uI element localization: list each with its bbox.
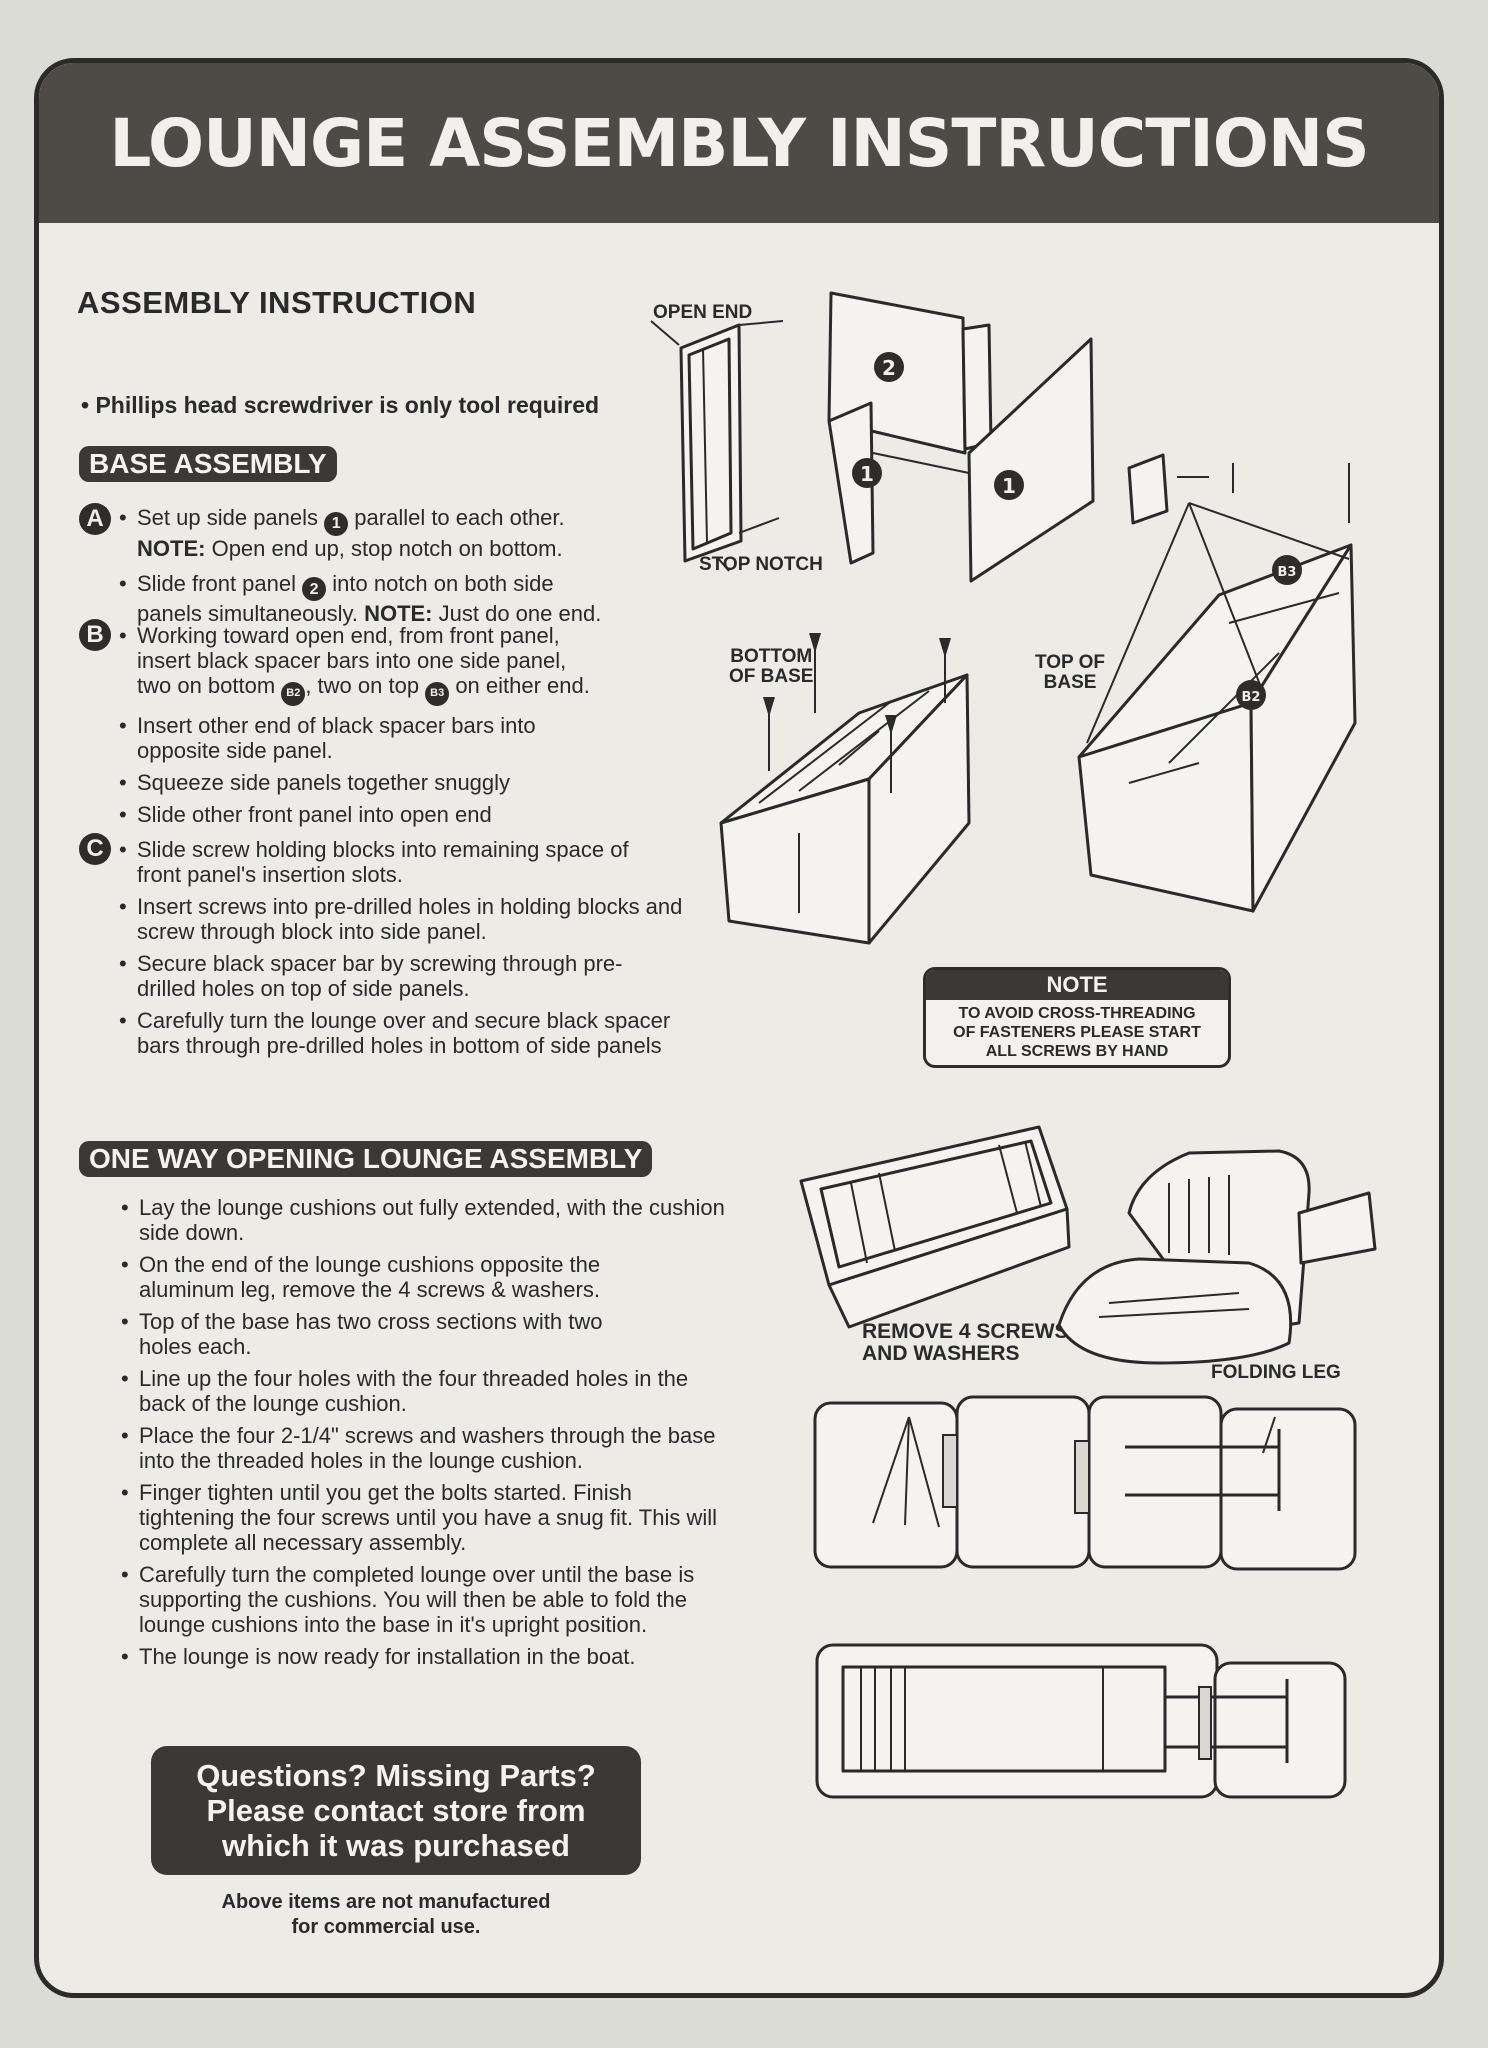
extended-cushions-drawing: [813, 1395, 1357, 1571]
one-way-item-3: Top of the base has two cross sections w…: [121, 1309, 639, 1359]
diagram-panel-1a-number: 1: [860, 462, 874, 486]
commercial-disclaimer: Above items are not manufactured for com…: [221, 1891, 551, 1938]
panel-1-badge: 1: [324, 511, 349, 536]
label-folding-leg: FOLDING LEG: [1211, 1362, 1341, 1383]
one-way-heading: ONE WAY OPENING LOUNGE ASSEMBLY: [79, 1141, 653, 1177]
one-way-item-8: The lounge is now ready for installation…: [121, 1644, 726, 1669]
one-way-item-5: Place the four 2-1/4" screws and washers…: [121, 1423, 726, 1473]
label-remove-screws: REMOVE 4 SCREWS AND WASHERS: [862, 1320, 1069, 1365]
one-way-list: Lay the lounge cushions out fully extend…: [121, 1195, 726, 1676]
cross-threading-note: NOTE TO AVOID CROSS-THREADING OF FASTENE…: [923, 967, 1231, 1068]
lounge-seat-drawing: [1057, 1149, 1377, 1365]
one-way-item-7: Carefully turn the completed lounge over…: [121, 1562, 726, 1637]
step-c-bullet-1: Slide screw holding blocks into remainin…: [119, 837, 677, 887]
tool-note: • Phillips head screwdriver is only tool…: [81, 392, 600, 418]
label-open-end: OPEN END: [653, 302, 753, 323]
step-b-bullet-3: Squeeze side panels together snuggly: [119, 770, 739, 795]
one-way-item-2: On the end of the lounge cushions opposi…: [121, 1252, 679, 1302]
assembly-instruction-heading: ASSEMBLY INSTRUCTION: [77, 285, 477, 320]
step-b-bullet-2: Insert other end of black spacer bars in…: [119, 713, 607, 763]
step-c-text: Slide screw holding blocks into remainin…: [119, 837, 719, 1065]
side-panel-left-drawing: [650, 320, 784, 572]
note-body: TO AVOID CROSS-THREADING OF FASTENERS PL…: [953, 1005, 1201, 1060]
panel-2-badge: 2: [302, 577, 327, 601]
step-b-text: Working toward open end, from front pane…: [119, 623, 739, 834]
note-title: NOTE: [926, 970, 1228, 1000]
assembled-lounge-drawing: [815, 1643, 1347, 1799]
instruction-sheet: LOUNGE ASSEMBLY INSTRUCTIONS ASSEMBLY IN…: [34, 58, 1444, 1998]
step-c-bullet-2: Insert screws into pre-drilled holes in …: [119, 894, 727, 944]
side-panel-diagram: 2 1 1: [650, 291, 1377, 1799]
top-of-base-drawing: B3 B2: [1077, 453, 1357, 913]
step-a-bullet-2: Slide front panel 2 into notch on both s…: [119, 571, 739, 627]
diagram-panel-2-number: 2: [882, 356, 896, 380]
label-stop-notch: STOP NOTCH: [699, 554, 823, 575]
step-a-bullet-1: Set up side panels 1 parallel to each ot…: [119, 505, 739, 561]
one-way-item-1: Lay the lounge cushions out fully extend…: [121, 1195, 726, 1245]
one-way-item-6: Finger tighten until you get the bolts s…: [121, 1480, 726, 1555]
base-assembly-label: BASE ASSEMBLY: [79, 446, 337, 482]
step-a-text: Set up side panels 1 parallel to each ot…: [119, 505, 739, 633]
diagram-b2-label: B2: [1242, 690, 1261, 705]
diagram-panel-1b-number: 1: [1002, 474, 1016, 498]
step-c-bullet-4: Carefully turn the lounge over and secur…: [119, 1008, 677, 1058]
front-panel-drawing: 2 1 1: [827, 291, 1095, 583]
step-b-bullet-4: Slide other front panel into open end: [119, 802, 739, 827]
bottom-of-base-drawing: [719, 633, 971, 945]
b3-badge: B3: [425, 681, 450, 706]
label-top-of-base: TOP OF BASE: [1035, 652, 1106, 693]
b2-badge: B2: [281, 681, 306, 706]
step-b-bullet-1: Working toward open end, from front pane…: [119, 623, 739, 706]
contact-box: Questions? Missing Parts? Please contact…: [151, 1746, 641, 1875]
diagram-b3-label: B3: [1278, 565, 1297, 580]
title-banner: LOUNGE ASSEMBLY INSTRUCTIONS: [39, 63, 1439, 223]
one-way-label: ONE WAY OPENING LOUNGE ASSEMBLY: [79, 1141, 653, 1177]
label-bottom-of-base: BOTTOM OF BASE: [729, 646, 814, 687]
base-assembly-heading: BASE ASSEMBLY: [79, 446, 337, 482]
step-b-badge: B: [79, 619, 111, 651]
step-c-bullet-3: Secure black spacer bar by screwing thro…: [119, 951, 657, 1001]
page-title: LOUNGE ASSEMBLY INSTRUCTIONS: [109, 104, 1369, 182]
open-base-drawing: [799, 1125, 1071, 1329]
step-a-badge: A: [79, 503, 111, 535]
step-c-badge: C: [79, 833, 111, 865]
one-way-item-4: Line up the four holes with the four thr…: [121, 1366, 719, 1416]
